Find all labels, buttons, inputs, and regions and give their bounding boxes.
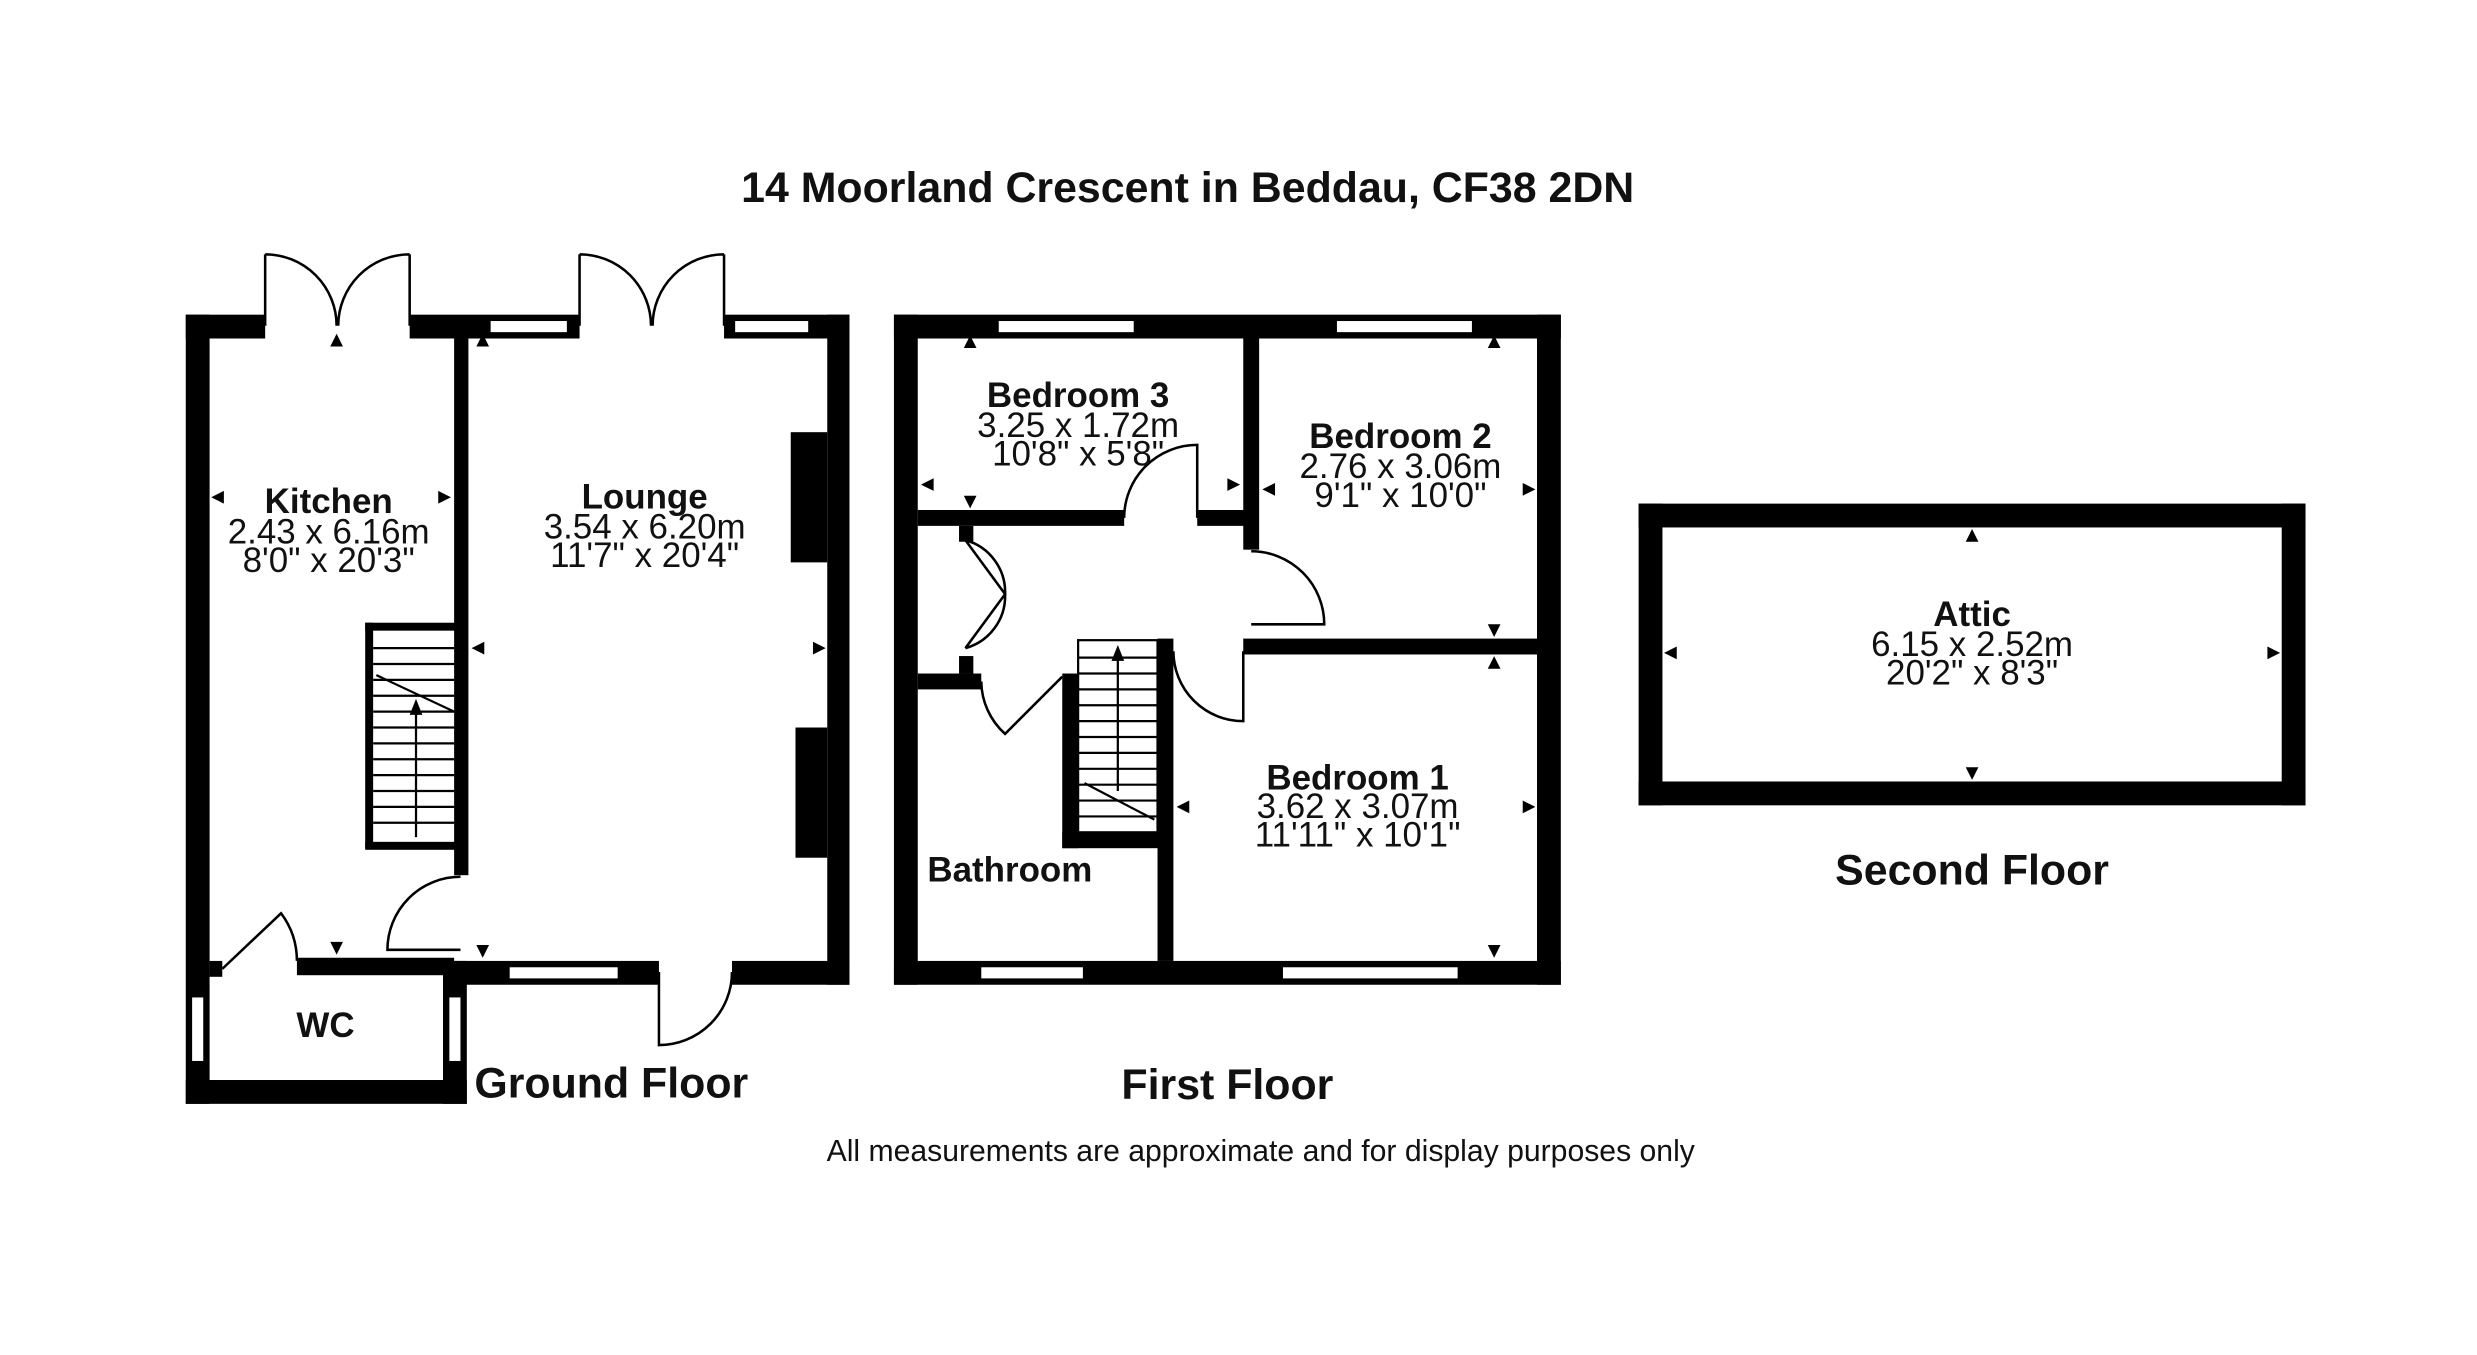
kitchen-imperial: 8'0" x 20'3" bbox=[243, 541, 415, 580]
second-floor-plan: Attic 6.15 x 2.52m 20'2" x 8'3" Second F… bbox=[1638, 503, 2306, 895]
bedroom1-window bbox=[1279, 964, 1461, 982]
first-floor-plan: Bedroom 3 3.25 x 1.72m 10'8" x 5'8" Bedr… bbox=[893, 314, 1561, 1109]
kitchen-metric: 2.43 x 6.16m bbox=[228, 512, 430, 551]
lounge-name: Lounge bbox=[582, 477, 708, 516]
bedroom3-door bbox=[1122, 443, 1199, 518]
ground-floor-label: Ground Floor bbox=[474, 1059, 748, 1107]
disclaimer: All measurements are approximate and for… bbox=[827, 1135, 1696, 1168]
attic-imperial: 20'2" x 8'3" bbox=[1886, 654, 2058, 693]
page-title: 14 Moorland Crescent in Beddau, CF38 2DN bbox=[741, 164, 1634, 212]
bedroom2-door bbox=[1251, 549, 1326, 626]
bedroom2-metric: 2.76 x 3.06m bbox=[1300, 447, 1502, 486]
ground-stairs bbox=[365, 622, 456, 850]
first-floor-label: First Floor bbox=[1121, 1061, 1333, 1109]
bedroom2-imperial: 9'1" x 10'0" bbox=[1314, 476, 1486, 515]
lounge-metric: 3.54 x 6.20m bbox=[544, 508, 746, 547]
kitchen-name: Kitchen bbox=[265, 482, 393, 521]
wc-window-left bbox=[188, 994, 207, 1065]
bathroom-door bbox=[980, 675, 1064, 736]
lounge-french-doors bbox=[578, 253, 726, 326]
bedroom1-imperial: 11'11" x 10'1" bbox=[1255, 816, 1461, 855]
wc-name: WC bbox=[296, 1006, 354, 1045]
bedroom3-window bbox=[995, 317, 1137, 336]
bathroom-name: Bathroom bbox=[927, 851, 1092, 890]
first-floor-stairs bbox=[1077, 639, 1159, 834]
bedroom3-name: Bedroom 3 bbox=[987, 376, 1169, 415]
lounge-door bbox=[386, 875, 461, 952]
lounge-imperial: 11'7" x 20'4" bbox=[550, 536, 739, 575]
front-door bbox=[657, 972, 734, 1047]
attic-metric: 6.15 x 2.52m bbox=[1871, 625, 2073, 664]
lounge-window-front bbox=[506, 964, 621, 982]
bedroom1-door bbox=[1172, 651, 1245, 723]
bathroom-window bbox=[978, 964, 1087, 982]
cupboard-doors bbox=[964, 538, 1007, 650]
lounge-window-right bbox=[731, 317, 812, 336]
bedroom1-metric: 3.62 x 3.07m bbox=[1257, 787, 1459, 826]
attic-name: Attic bbox=[1933, 595, 2011, 634]
wc-window-right bbox=[446, 994, 464, 1065]
bedroom2-window bbox=[1333, 317, 1476, 336]
wc-door bbox=[221, 911, 299, 970]
bedroom1-name: Bedroom 1 bbox=[1266, 758, 1448, 797]
ground-floor-plan: Kitchen 2.43 x 6.16m 8'0" x 20'3" Lounge… bbox=[185, 253, 850, 1107]
bedroom2-name: Bedroom 2 bbox=[1309, 417, 1491, 456]
lounge-window-left bbox=[487, 317, 571, 336]
bedroom3-metric: 3.25 x 1.72m bbox=[977, 406, 1179, 445]
bedroom3-imperial: 10'8" x 5'8" bbox=[992, 435, 1164, 474]
second-floor-label: Second Floor bbox=[1835, 847, 2109, 895]
kitchen-french-doors bbox=[263, 253, 411, 326]
